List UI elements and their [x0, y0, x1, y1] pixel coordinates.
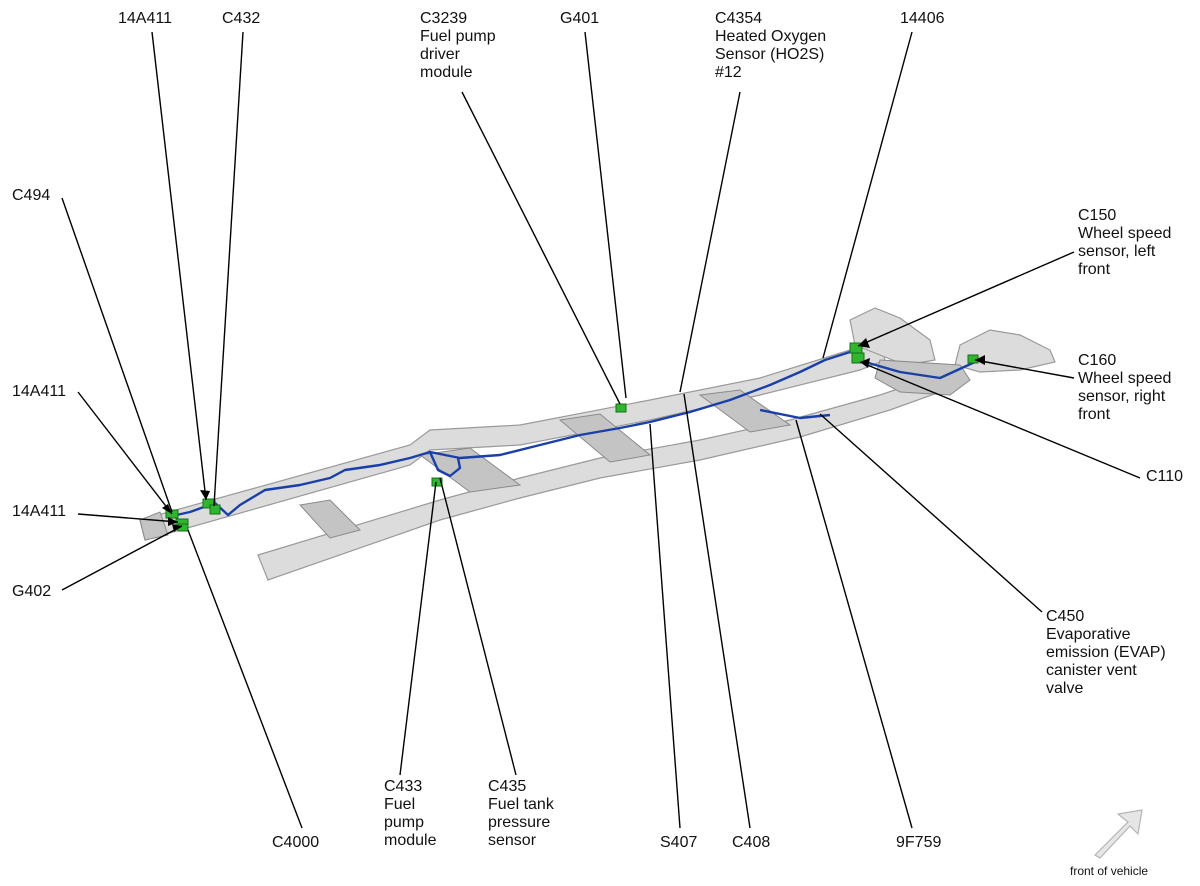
label-c160: C160 Wheel speed sensor, right front	[1078, 352, 1172, 423]
arrowhead	[860, 358, 870, 368]
connector-c433	[431, 477, 443, 487]
fuel-pump-branch-wire	[428, 451, 462, 478]
arrowhead	[858, 338, 870, 348]
label-c408: C408	[732, 834, 771, 851]
leader-lines	[61, 31, 1141, 829]
chassis-frame	[139, 307, 1056, 581]
connectors	[165, 342, 979, 532]
connector-c110	[851, 352, 865, 364]
arrowhead	[200, 490, 210, 500]
label-s407: S407	[660, 834, 698, 851]
leader-c150	[857, 251, 1075, 347]
label-14a411-low: 14A411	[12, 503, 66, 520]
front-right-branch-wire	[857, 358, 976, 380]
label-g402: G402	[12, 583, 52, 600]
label-c150: C150 Wheel speed sensor, left front	[1078, 207, 1172, 278]
label-c3239: C3239 Fuel pump driver module	[420, 10, 496, 81]
label-14a411-top: 14A411	[118, 10, 172, 27]
connector-c3239	[615, 403, 627, 413]
cross-member-rear	[299, 499, 361, 539]
cross-member-front	[698, 389, 792, 433]
leader-14a411-top	[151, 31, 207, 501]
label-c494: C494	[12, 187, 51, 204]
label-g401: G401	[560, 10, 600, 27]
connector-c160	[967, 354, 979, 364]
label-14406: 14406	[900, 10, 945, 27]
cross-member-mid	[418, 447, 522, 493]
leader-c110	[859, 361, 1141, 479]
label-c4354: C4354 Heated Oxygen Sensor (HO2S) #12	[715, 10, 827, 81]
leader-arrowheads	[162, 338, 985, 532]
leader-14a411-low	[77, 513, 179, 523]
cross-member-center	[558, 413, 652, 463]
front-cross-member	[874, 359, 971, 396]
wiring-harness	[171, 344, 976, 518]
leader-c435	[439, 477, 517, 776]
leader-14406	[822, 31, 913, 359]
arrowhead	[168, 517, 178, 526]
leader-9f759	[795, 419, 913, 829]
evap-branch-wire	[759, 408, 831, 420]
label-c450: C450 Evaporative emission (EVAP) caniste…	[1046, 608, 1166, 697]
arrow-up-right-icon	[1094, 809, 1143, 859]
label-14a411-mid: 14A411	[12, 383, 66, 400]
leader-c433	[399, 481, 437, 776]
leader-g401	[584, 31, 627, 399]
front-suspension-left	[849, 307, 936, 366]
arrowhead	[162, 504, 172, 514]
leader-c3239	[461, 91, 621, 405]
front-of-vehicle-caption: front of vehicle	[1070, 864, 1149, 878]
connector-14a411-top	[202, 498, 216, 509]
leader-c408	[683, 393, 751, 829]
leader-c160	[974, 359, 1075, 379]
connector-c432	[209, 504, 221, 515]
arrowhead	[975, 355, 985, 365]
leader-14a411-mid	[77, 391, 173, 515]
leader-c4354	[679, 91, 741, 393]
label-c110: C110	[1146, 468, 1184, 485]
leader-c450	[819, 413, 1043, 613]
label-c435: C435 Fuel tank pressure sensor	[488, 778, 554, 849]
leader-g402	[61, 525, 183, 591]
leader-s407	[649, 423, 681, 829]
label-c433: C433 Fuel pump module	[384, 778, 437, 849]
arrowhead	[172, 524, 182, 532]
main-harness-wire	[171, 344, 859, 518]
leader-c494	[61, 197, 173, 513]
leader-c4000	[187, 529, 303, 829]
label-c4000: C4000	[272, 834, 320, 851]
label-9f759: 9F759	[896, 834, 942, 851]
label-c432: C432	[222, 10, 261, 27]
leader-c432	[213, 31, 244, 507]
